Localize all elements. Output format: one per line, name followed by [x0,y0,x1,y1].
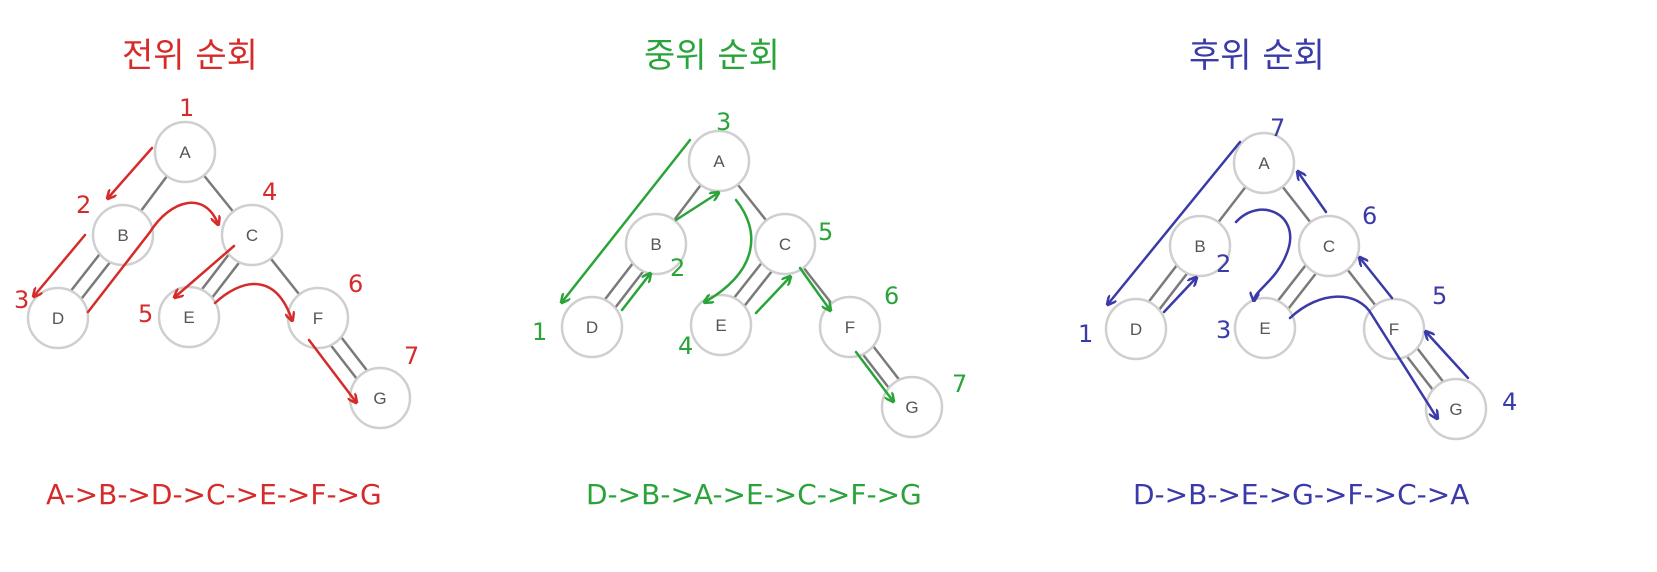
inorder-arrow-b-a [674,193,718,222]
postorder-arrow-e-g [1288,295,1437,418]
node-f: F [286,286,350,350]
order-label-g: 7 [404,342,419,370]
inorder-title: 중위 순회 [644,36,780,76]
postorder-arrow-d-b [1162,278,1196,314]
preorder-arrow-f-g [307,338,356,402]
order-label-e: 5 [138,300,153,328]
node-a: A [687,129,751,193]
svg-text:E: E [183,308,194,327]
postorder-arrow-down-to-d [1108,140,1242,304]
inorder-sequence: D->B->A->E->C->F->G [586,478,922,511]
order-label-d: 3 [14,286,29,314]
node-c: C [753,212,817,276]
svg-text:A: A [1258,154,1270,173]
preorder-arrow-c-e [175,244,236,297]
order-label-d: 1 [532,318,547,346]
order-label-b: 2 [1216,250,1231,278]
svg-text:A: A [713,152,725,171]
svg-text:F: F [1389,320,1399,339]
postorder-arrow-b-e [1234,208,1292,300]
order-label-e: 3 [1216,316,1231,344]
svg-text:C: C [779,235,791,254]
inorder-arrow-a-e [705,198,753,302]
preorder-tree: A B C D E F G 1 2 3 4 5 6 7 [14,94,419,430]
svg-text:C: C [246,226,258,245]
node-b: B [624,212,688,276]
order-label-f: 6 [348,270,363,298]
node-d: D [560,295,624,359]
node-f: F [818,295,882,359]
order-label-b: 2 [670,254,685,282]
order-label-f: 6 [884,282,899,310]
preorder-arrow-e-f [213,282,292,320]
svg-text:B: B [1194,237,1205,256]
node-b: B [1168,214,1232,278]
svg-text:E: E [1259,319,1270,338]
order-label-c: 6 [1362,202,1377,230]
postorder-title: 후위 순회 [1189,36,1325,76]
preorder-sequence: A->B->D->C->E->F->G [46,478,382,511]
svg-text:G: G [373,389,386,408]
svg-text:A: A [179,143,191,162]
node-g: G [348,366,412,430]
inorder-arrow-down-to-d [562,138,692,302]
node-c: C [220,203,284,267]
order-label-g: 7 [952,370,967,398]
inorder-tree: A B C D E F G 1 2 3 4 5 6 7 [532,108,967,439]
svg-text:D: D [1130,320,1142,339]
inorder-arrow-f-g [854,350,893,401]
svg-text:G: G [1449,400,1462,419]
node-a: A [1232,131,1296,195]
order-label-b: 2 [76,191,91,219]
node-c: C [1297,214,1361,278]
postorder-arrow-g-f [1426,332,1470,380]
postorder-tree: A B C D E F G 1 2 3 4 5 6 7 [1078,114,1517,441]
order-label-d: 1 [1078,320,1093,348]
postorder-sequence: D->B->E->G->F->C->A [1133,478,1470,511]
preorder-arrow-b-d [34,233,87,296]
preorder-title: 전위 순회 [122,36,258,76]
postorder-arrow-f-c [1360,258,1394,300]
inorder-arrow-d-b [620,274,650,312]
svg-text:C: C [1323,237,1335,256]
svg-text:B: B [650,235,661,254]
inorder-arrow-e-c [754,277,790,315]
node-d: D [1104,297,1168,361]
svg-text:B: B [117,226,128,245]
node-g: G [880,375,944,439]
order-label-e: 4 [678,332,693,360]
node-a: A [153,120,217,184]
order-label-f: 5 [1432,282,1447,310]
order-label-a: 1 [179,94,194,122]
svg-text:G: G [905,398,918,417]
preorder-arrow-d-c [86,201,218,314]
order-label-a: 7 [1270,114,1285,142]
svg-text:F: F [845,318,855,337]
order-label-c: 5 [818,218,833,246]
order-label-c: 4 [262,178,277,206]
preorder-arrow-a-b [108,146,154,198]
svg-text:E: E [715,316,726,335]
inorder-arrow-c-f [798,266,830,310]
node-g: G [1424,377,1488,441]
order-label-a: 3 [716,108,731,136]
node-e: E [157,285,221,349]
svg-text:D: D [586,318,598,337]
svg-text:F: F [313,309,323,328]
order-label-g: 4 [1502,388,1517,416]
node-e: E [689,293,753,357]
svg-text:D: D [52,309,64,328]
node-e: E [1233,296,1297,360]
node-b: B [91,203,155,267]
node-d: D [26,286,90,350]
postorder-arrow-c-a [1298,172,1328,214]
